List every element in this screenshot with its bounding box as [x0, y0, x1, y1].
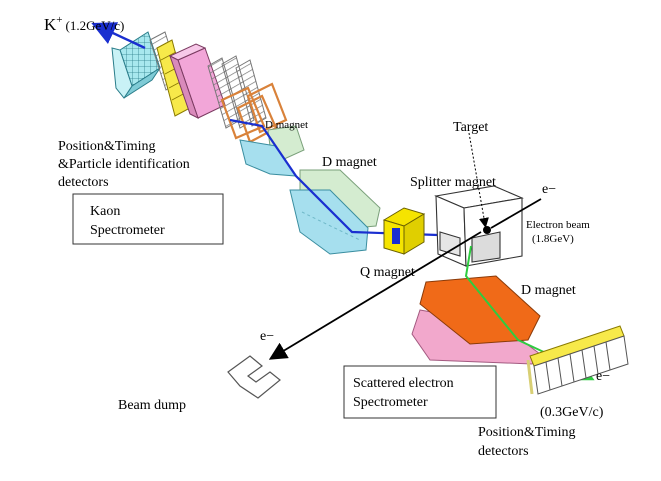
electron-d-magnet [411, 275, 541, 365]
orange-drift-chambers [220, 82, 288, 144]
electron-detectors-label-2: detectors [478, 444, 529, 459]
scattered-spectrometer-box [343, 365, 497, 419]
kaon-track-arrow [91, 22, 146, 50]
kaon-d-magnet-label: D magnet [322, 155, 377, 170]
splitter-magnet [434, 185, 524, 267]
dump-electron-label: e− [260, 329, 274, 344]
incoming-electron-label: e− [542, 182, 556, 197]
pos-timing-label-2: &Particle identification [58, 157, 190, 172]
q-magnet-label: Q magnet [360, 265, 415, 280]
target-label: Target [453, 120, 488, 135]
kaon-spectrometer-label-1: Kaon [90, 204, 120, 219]
scattered-spectrometer-label-1: Scattered electron [353, 376, 454, 391]
small-d-magnet-label: D magnet [265, 119, 308, 131]
beam-dump-label: Beam dump [118, 398, 186, 413]
scattered-spectrometer-label-2: Spectrometer [353, 395, 428, 410]
outgoing-electron-label: e− [596, 369, 610, 384]
small-cyan-d-magnet [239, 139, 297, 177]
target-pointer [468, 132, 489, 228]
q-magnet [382, 207, 426, 255]
large-d-magnet-kaon [289, 169, 381, 255]
target-point [483, 226, 491, 234]
splitter-magnet-label: Splitter magnet [410, 175, 496, 190]
electron-momentum-label: (0.3GeV/c) [540, 405, 604, 420]
electron-d-magnet-label: D magnet [521, 283, 576, 298]
kaon-spectrometer-label-2: Spectrometer [90, 223, 165, 238]
electron-detectors [526, 325, 629, 395]
kaon-spectrometer-box [72, 193, 224, 245]
cyan-hodoscope [111, 31, 161, 99]
electron-beam-energy: (1.8GeV) [532, 233, 574, 245]
dump-electron-beam [268, 231, 482, 360]
electron-detectors-label-1: Position&Timing [478, 425, 576, 440]
kaon-label: K+(1.2GeV/c) [44, 14, 124, 34]
electron-beam-label: Electron beam [526, 219, 590, 231]
pos-timing-label-3: detectors [58, 175, 109, 190]
incoming-electron-beam [490, 198, 542, 229]
beam-dump [227, 355, 281, 399]
pos-timing-label-1: Position&Timing [58, 139, 156, 154]
kaon-detector-stack [111, 31, 288, 144]
